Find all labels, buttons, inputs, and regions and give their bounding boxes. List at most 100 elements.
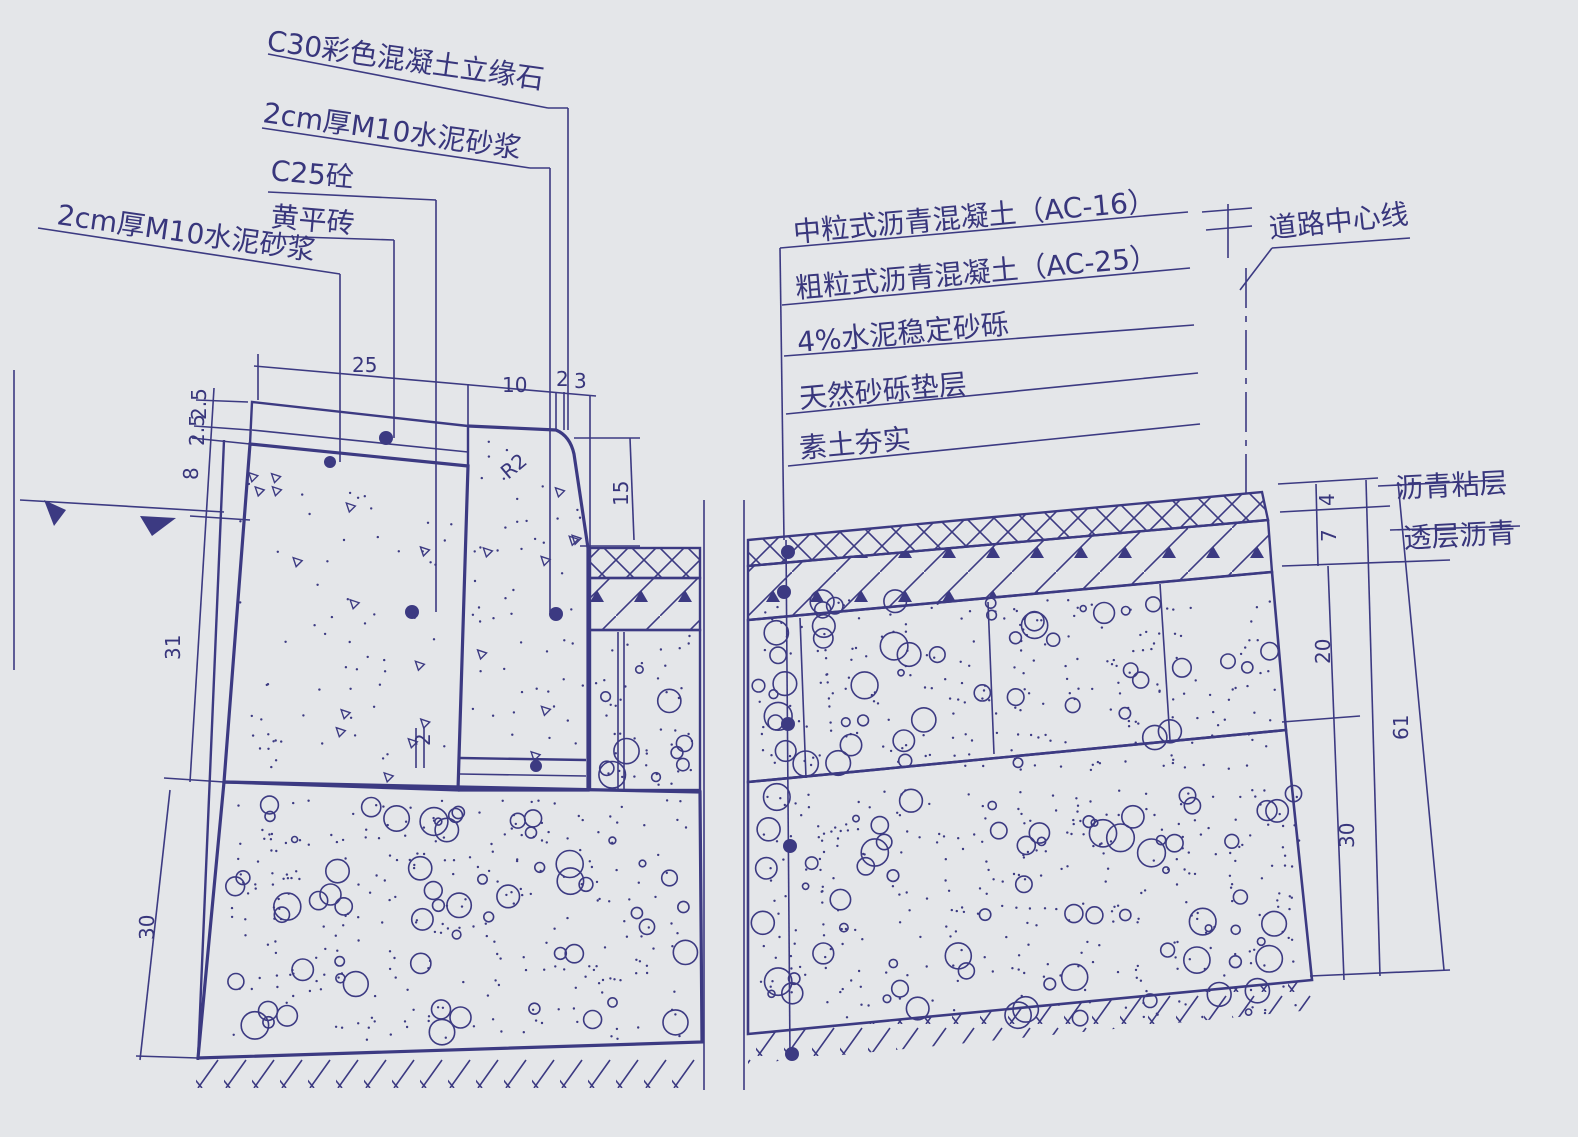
aggregate-grain [677, 696, 681, 700]
aggregate-pebble [754, 856, 778, 880]
aggregate-grain [323, 973, 326, 976]
aggregate-grain [988, 699, 991, 702]
aggregate-grain [900, 851, 903, 854]
aggregate-grain [382, 805, 385, 808]
aggregate-grain [1011, 967, 1014, 970]
aggregate-grain [404, 820, 408, 823]
aggregate-grain [1175, 858, 1179, 861]
aggregate-grain [826, 1001, 829, 1004]
aggregate-grain [1283, 864, 1287, 867]
aggregate-grain [1171, 761, 1175, 765]
aggregate-grain [1104, 880, 1107, 883]
aggregate-pebble [564, 943, 585, 964]
aggregate-grain [580, 883, 583, 886]
aggregate-grain [1287, 936, 1290, 940]
aggregate-pebble [272, 892, 302, 921]
aggregate-grain [828, 705, 831, 708]
aggregate-grain [512, 902, 515, 905]
aggregate-grain [1132, 649, 1135, 653]
aggregate-grain [1196, 917, 1199, 921]
aggregate-grain [821, 890, 824, 893]
concrete-aggregate-mark [529, 750, 542, 763]
aggregate-grain [1259, 803, 1262, 806]
aggregate-grain [1013, 608, 1016, 611]
aggregate-grain [356, 496, 360, 499]
aggregate-pebble [1220, 653, 1237, 670]
aggregate-grain [473, 579, 477, 583]
aggregate-grain [532, 835, 535, 839]
aggregate-grain [1199, 833, 1203, 836]
aggregate-grain [346, 912, 350, 915]
aggregate-grain [443, 859, 447, 862]
aggregate-pebble [1016, 835, 1037, 856]
aggregate-grain [545, 841, 548, 844]
aggregate-grain [388, 898, 391, 902]
aggregate-grain [491, 850, 494, 853]
aggregate-pebble [838, 922, 849, 933]
aggregate-grain [1208, 693, 1212, 697]
aggregate-grain [654, 895, 657, 899]
aggregate-grain [462, 980, 465, 984]
aggregate-grain [889, 749, 893, 753]
aggregate-grain [1072, 822, 1075, 826]
aggregate-grain [676, 818, 679, 822]
aggregate-pebble [599, 690, 612, 703]
aggregate-grain [773, 761, 776, 764]
aggregate-grain [1134, 720, 1138, 723]
aggregate-grain [395, 858, 399, 862]
aggregate-pebble [1105, 823, 1136, 853]
aggregate-grain [1100, 842, 1103, 845]
aggregate-grain [991, 970, 994, 973]
aggregate-pebble [1228, 954, 1243, 969]
aggregate-grain [687, 642, 690, 645]
aggregate-grain [486, 994, 490, 997]
aggregate-grain [254, 887, 257, 890]
aggregate-grain [967, 793, 970, 796]
aggregate-grain [1046, 963, 1050, 966]
aggregate-grain [611, 649, 614, 652]
aggregate-grain [836, 837, 840, 840]
aggregate-grain [1098, 762, 1102, 765]
dim-right-30: 30 [1335, 823, 1359, 848]
aggregate-grain [422, 826, 426, 829]
aggregate-grain [949, 935, 952, 938]
aggregate-pebble [1178, 786, 1197, 805]
aggregate-grain [1203, 967, 1207, 971]
aggregate-grain [547, 690, 550, 693]
aggregate-pebble [1008, 631, 1023, 645]
aggregate-grain [880, 635, 884, 638]
aggregate-grain [499, 957, 502, 960]
aggregate-grain [335, 840, 339, 844]
aggregate-grain [562, 678, 565, 681]
aggregate-grain [274, 739, 277, 742]
aggregate-grain [397, 550, 400, 553]
aggregate-grain [964, 733, 967, 736]
dim-right-7: 7 [1317, 529, 1341, 542]
left-subbase [196, 780, 704, 1088]
aggregate-grain [422, 852, 426, 856]
aggregate-grain [394, 976, 397, 979]
aggregate-pebble [419, 806, 449, 837]
aggregate-grain [1124, 760, 1127, 763]
aggregate-grain [981, 697, 984, 700]
aggregate-grain [1183, 868, 1186, 871]
aggregate-grain [968, 610, 972, 613]
aggregate-grain [340, 972, 344, 975]
aggregate-grain [389, 1033, 392, 1036]
aggregate-grain [1076, 804, 1080, 807]
aggregate-pebble [257, 1000, 279, 1022]
aggregate-grain [1064, 741, 1067, 744]
aggregate-grain [598, 897, 601, 901]
aggregate-grain [581, 818, 584, 822]
aggregate-grain [270, 765, 273, 769]
dim-31: 31 [161, 635, 185, 660]
aggregate-grain [491, 1018, 495, 1021]
aggregate-grain [769, 867, 772, 870]
aggregate-grain [1267, 670, 1270, 673]
aggregate-grain [386, 823, 389, 827]
aggregate-grain [657, 853, 660, 857]
aggregate-grain [637, 1026, 640, 1029]
aggregate-grain [904, 664, 907, 668]
aggregate-grain [597, 831, 600, 834]
aggregate-grain [822, 850, 826, 854]
